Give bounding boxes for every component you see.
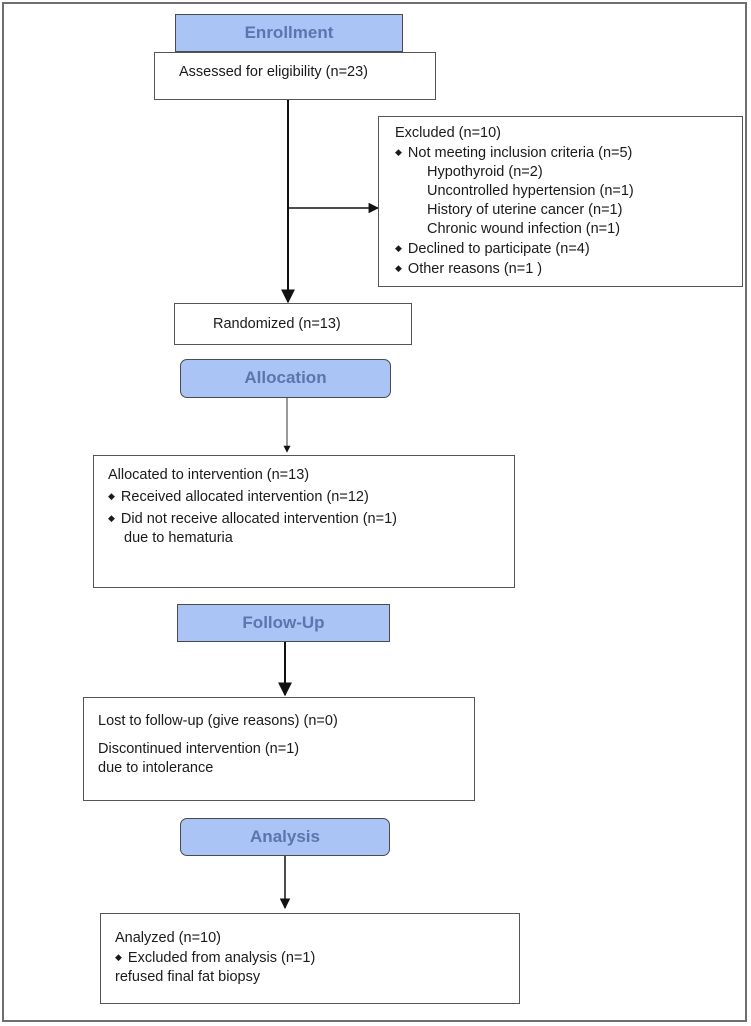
excluded-sub-item: History of uterine cancer (n=1) [427, 202, 623, 218]
bullet-icon: ◆ [108, 491, 115, 501]
randomized-text: Randomized (n=13) [213, 316, 341, 332]
randomized-box: Randomized (n=13) [174, 303, 412, 345]
followup-lost: Lost to follow-up (give reasons) (n=0) [98, 713, 338, 729]
excluded-item-declined: ◆Declined to participate (n=4) [395, 241, 590, 257]
assessed-text: Assessed for eligibility (n=23) [179, 64, 368, 80]
allocated-title: Allocated to intervention (n=13) [108, 467, 310, 483]
assessed-box: Assessed for eligibility (n=23) [154, 52, 436, 100]
allocated-not-received-reason: due to hematuria [124, 530, 233, 546]
stage-follow-up: Follow-Up [177, 604, 390, 642]
excluded-item-not-meeting: ◆Not meeting inclusion criteria (n=5) [395, 145, 633, 161]
excluded-box: Excluded (n=10) ◆Not meeting inclusion c… [378, 116, 743, 287]
bullet-icon: ◆ [115, 952, 122, 962]
analyzed-excluded-reason: refused final fat biopsy [115, 969, 261, 985]
analyzed-title: Analyzed (n=10) [115, 930, 221, 946]
excluded-sub-item: Hypothyroid (n=2) [427, 164, 543, 180]
bullet-icon: ◆ [395, 147, 402, 157]
bullet-icon: ◆ [395, 263, 402, 273]
analyzed-box: Analyzed (n=10) ◆Excluded from analysis … [100, 913, 520, 1004]
excluded-sub-item: Chronic wound infection (n=1) [427, 221, 621, 237]
allocated-box: Allocated to intervention (n=13) ◆Receiv… [93, 455, 515, 588]
excluded-item-other: ◆Other reasons (n=1 ) [395, 261, 543, 277]
stage-analysis: Analysis [180, 818, 390, 856]
analyzed-excluded: ◆Excluded from analysis (n=1) [115, 950, 316, 966]
allocated-received: ◆Received allocated intervention (n=12) [108, 489, 369, 505]
followup-discontinued-reason: due to intolerance [98, 760, 214, 776]
bullet-icon: ◆ [108, 513, 115, 523]
followup-box: Lost to follow-up (give reasons) (n=0) D… [83, 697, 475, 801]
excluded-sub-item: Uncontrolled hypertension (n=1) [427, 183, 634, 199]
stage-allocation: Allocation [180, 359, 391, 398]
allocated-not-received: ◆Did not receive allocated intervention … [108, 511, 397, 527]
followup-discontinued: Discontinued intervention (n=1) [98, 741, 300, 757]
stage-enrollment: Enrollment [175, 14, 403, 52]
excluded-title: Excluded (n=10) [395, 125, 501, 141]
bullet-icon: ◆ [395, 243, 402, 253]
